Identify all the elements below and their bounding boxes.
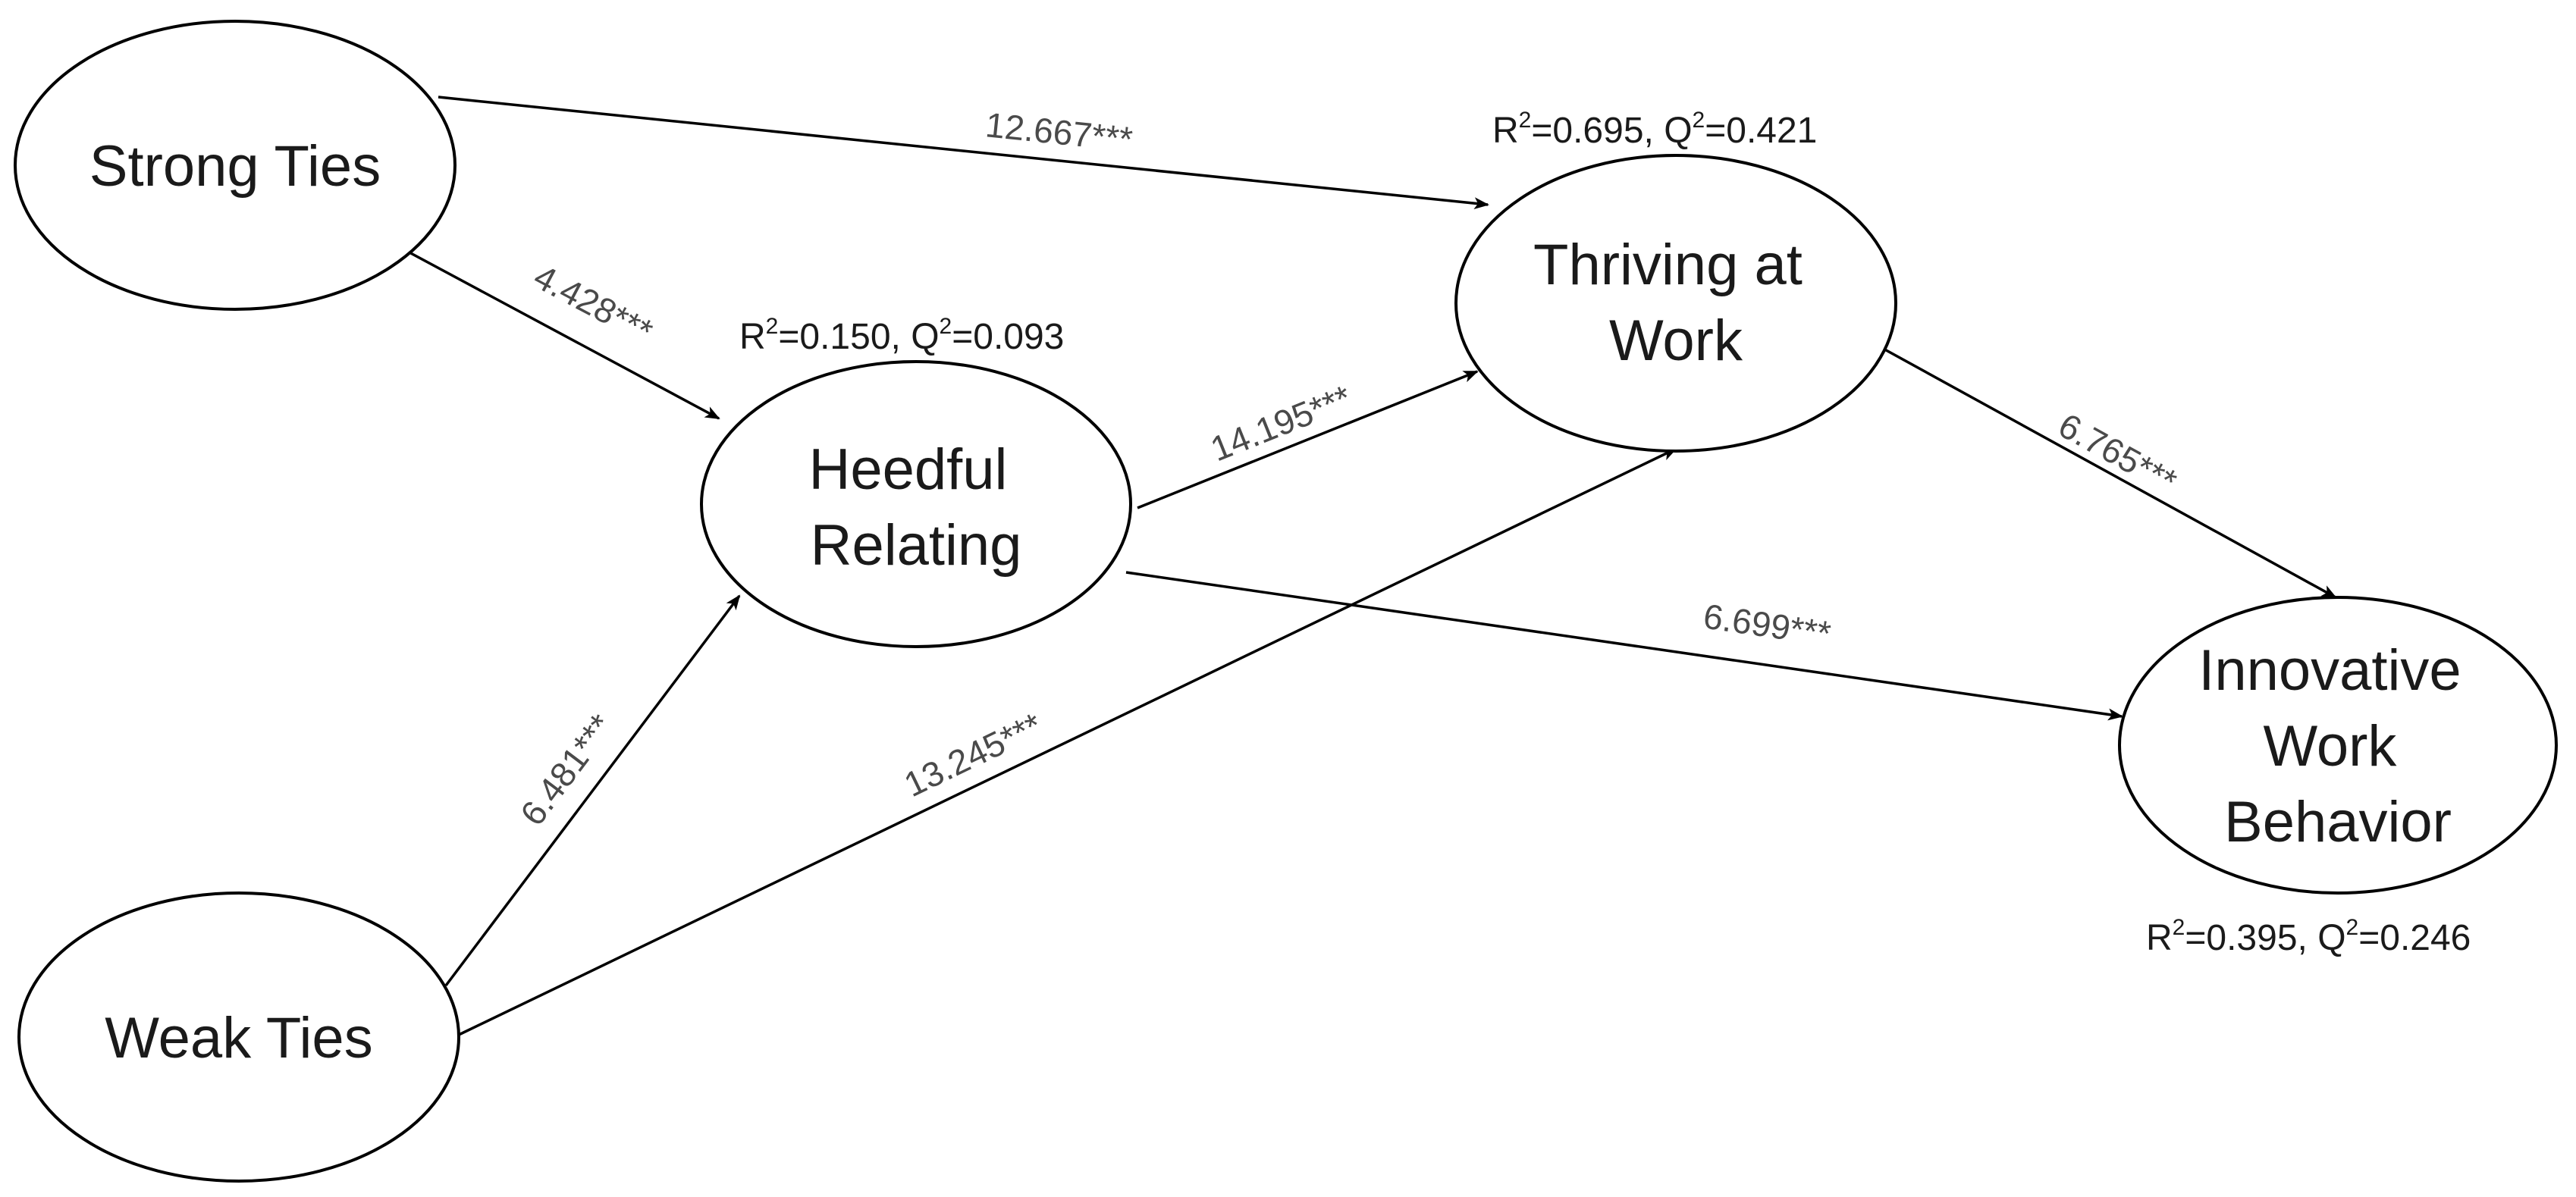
node-innovative-work-behavior-label: Innovative Work Behavior [2198, 638, 2477, 854]
node-thriving-at-work: Thriving at Work [1454, 154, 1897, 453]
edge-label-strong-to-thriving: 12.667*** [984, 105, 1134, 159]
node-weak-ties: Weak Ties [17, 891, 460, 1183]
node-heedful-relating-label: Heedful Relating [808, 437, 1023, 578]
node-innovative-work-behavior-shape [2118, 596, 2558, 895]
stat-innovative-work-behavior: R2=0.395, Q2=0.246 [2146, 915, 2471, 958]
edge-strong-ties-to-heedful-relating [407, 250, 720, 420]
node-strong-ties-shape [14, 20, 457, 311]
node-strong-ties-label: Strong Ties [89, 134, 381, 199]
node-weak-ties-shape [17, 891, 460, 1183]
edges [407, 96, 2337, 1036]
node-heedful-relating: Heedful Relating [700, 360, 1132, 648]
edge-label-heedful-to-innovative: 6.699*** [1701, 596, 1834, 653]
stats-annotations: R2=0.150, Q2=0.093 R2=0.695, Q2=0.421 R2… [739, 108, 2471, 958]
edge-strong-ties-to-thriving-at-work [438, 96, 1489, 210]
nodes: Strong Ties Weak Ties Heedful Relating T… [14, 20, 2558, 1183]
edge-weak-ties-to-thriving-at-work [458, 447, 1677, 1036]
node-innovative-work-behavior: Innovative Work Behavior [2118, 596, 2558, 895]
edge-heedful-relating-to-innovative-work-behavior [1125, 571, 2123, 721]
edge-heedful-relating-to-thriving-at-work [1137, 370, 1479, 509]
edge-weak-ties-to-heedful-relating [444, 594, 741, 987]
edge-label-strong-to-heedful: 4.428*** [528, 256, 660, 351]
edge-label-heedful-to-thriving: 14.195*** [1205, 378, 1357, 469]
node-weak-ties-label: Weak Ties [105, 1006, 372, 1070]
stat-heedful-relating: R2=0.150, Q2=0.093 [739, 314, 1064, 357]
edge-thriving-at-work-to-innovative-work-behavior [1880, 346, 2337, 599]
edge-label-weak-to-heedful: 6.481*** [513, 707, 621, 832]
stat-thriving-at-work: R2=0.695, Q2=0.421 [1492, 108, 1817, 151]
node-thriving-at-work-label: Thriving at Work [1533, 233, 1818, 373]
node-strong-ties: Strong Ties [14, 20, 457, 311]
node-thriving-at-work-shape [1454, 154, 1897, 453]
edge-label-weak-to-thriving: 13.245*** [898, 705, 1048, 804]
node-heedful-relating-shape [700, 360, 1132, 648]
